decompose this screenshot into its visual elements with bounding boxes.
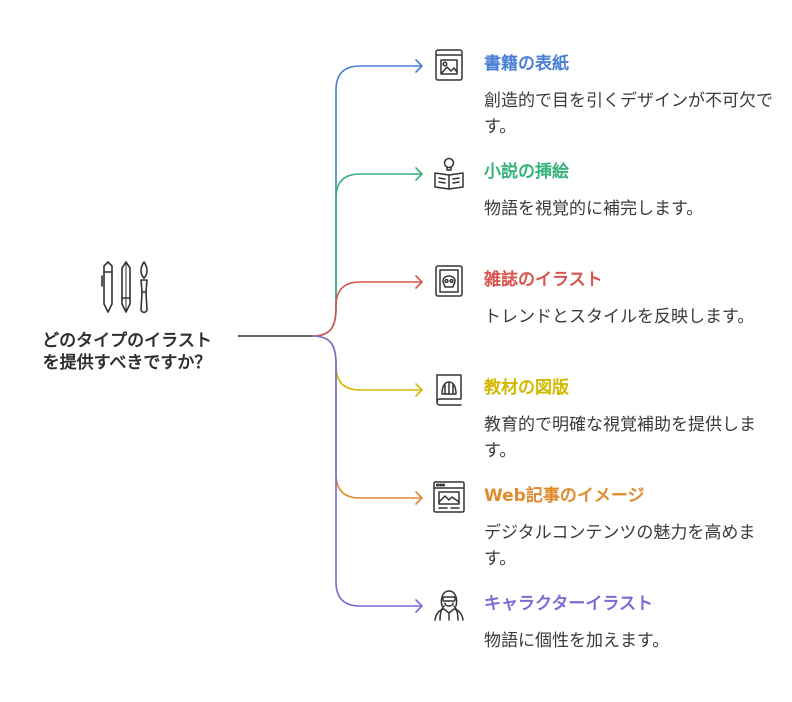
reader-icon xyxy=(432,156,466,190)
branch-description: デジタルコンテンツの魅力を高めます。 xyxy=(484,523,756,569)
branch-connector-line xyxy=(311,173,422,337)
branch-connector-line xyxy=(311,65,422,337)
branch-arrowhead xyxy=(415,167,423,181)
book-cover-icon xyxy=(432,48,466,82)
branch-connector-line xyxy=(311,281,422,337)
branch-arrowhead xyxy=(415,491,423,505)
branch-arrowhead xyxy=(415,59,423,73)
branch-description: トレンドとスタイルを反映します。 xyxy=(484,307,755,327)
branch-arrowhead xyxy=(415,599,423,613)
branch-title: キャラクターイラスト xyxy=(484,594,653,614)
branch-description: 物語に個性を加えます。 xyxy=(484,631,670,651)
magazine-icon xyxy=(432,264,466,298)
branch-arrowhead xyxy=(415,383,423,397)
branch-title: 雑誌のイラスト xyxy=(484,270,603,290)
root-question-line-1: どのタイプのイラスト xyxy=(42,331,212,351)
branch-connector-line xyxy=(311,335,422,499)
branch-title: 教材の図版 xyxy=(484,378,569,398)
branch-arrowhead xyxy=(415,275,423,289)
textbook-icon xyxy=(432,372,466,406)
branch-connector-line xyxy=(311,335,422,607)
branch-title: Web記事のイメージ xyxy=(484,486,645,506)
branch-description: 教育的で明確な視覚補助を提供します。 xyxy=(484,415,756,461)
branch-title: 小説の挿絵 xyxy=(484,162,569,182)
branch-description: 物語を視覚的に補完します。 xyxy=(484,199,704,219)
branch-connector-line xyxy=(311,335,422,391)
character-icon xyxy=(432,588,466,622)
web-article-icon xyxy=(432,480,466,514)
branch-description: 創造的で目を引くデザインが不可欠です。 xyxy=(484,91,773,137)
root-question-line-2: を提供すべきですか？ xyxy=(42,353,212,373)
branch-title: 書籍の表紙 xyxy=(484,54,569,74)
root-question: どのタイプのイラスト を提供すべきですか？ xyxy=(22,330,232,374)
pens-icon xyxy=(98,258,158,318)
